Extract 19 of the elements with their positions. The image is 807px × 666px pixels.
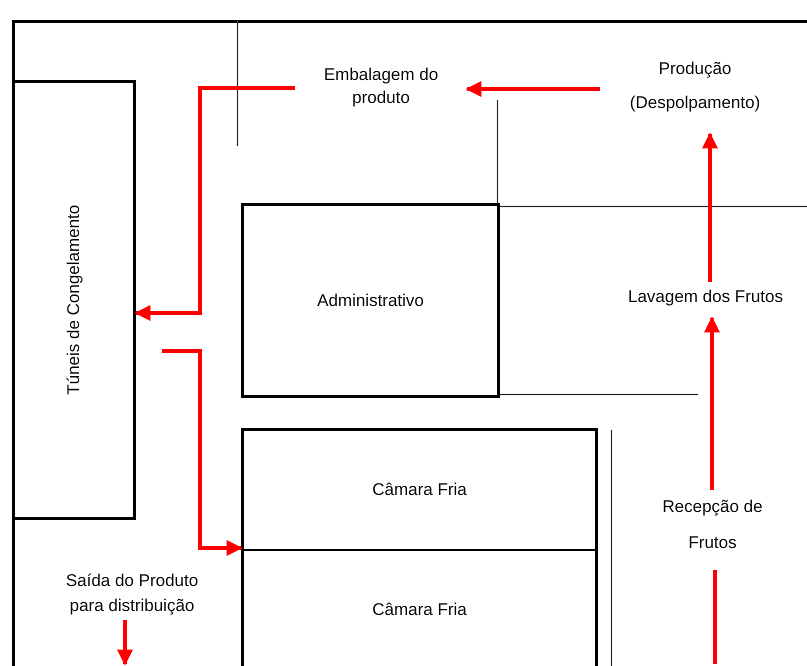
room-label: Túneis de Congelamento	[63, 205, 84, 395]
flow-arrow	[134, 86, 295, 321]
room-label: Administrativo	[317, 290, 424, 312]
room-label: Produção (Despolpamento)	[628, 58, 762, 114]
flow-arrow	[162, 349, 243, 556]
flow-arrow	[704, 316, 720, 490]
room-label: Lavagem dos Frutos	[628, 286, 783, 308]
room-box	[241, 549, 598, 666]
room-label: Embalagem do produto	[322, 64, 440, 109]
room-label: Câmara Fria	[372, 599, 467, 622]
flow-arrow	[465, 81, 600, 97]
flow-arrow	[117, 620, 133, 666]
room-label: Saída do Produto para distribuição	[64, 570, 200, 617]
room-label: Câmara Fria	[372, 479, 467, 502]
room-box	[241, 203, 500, 398]
room-label: Recepção de Frutos	[661, 496, 764, 554]
room-box	[241, 428, 598, 552]
room-box	[12, 80, 136, 520]
flow-arrow	[702, 132, 718, 282]
